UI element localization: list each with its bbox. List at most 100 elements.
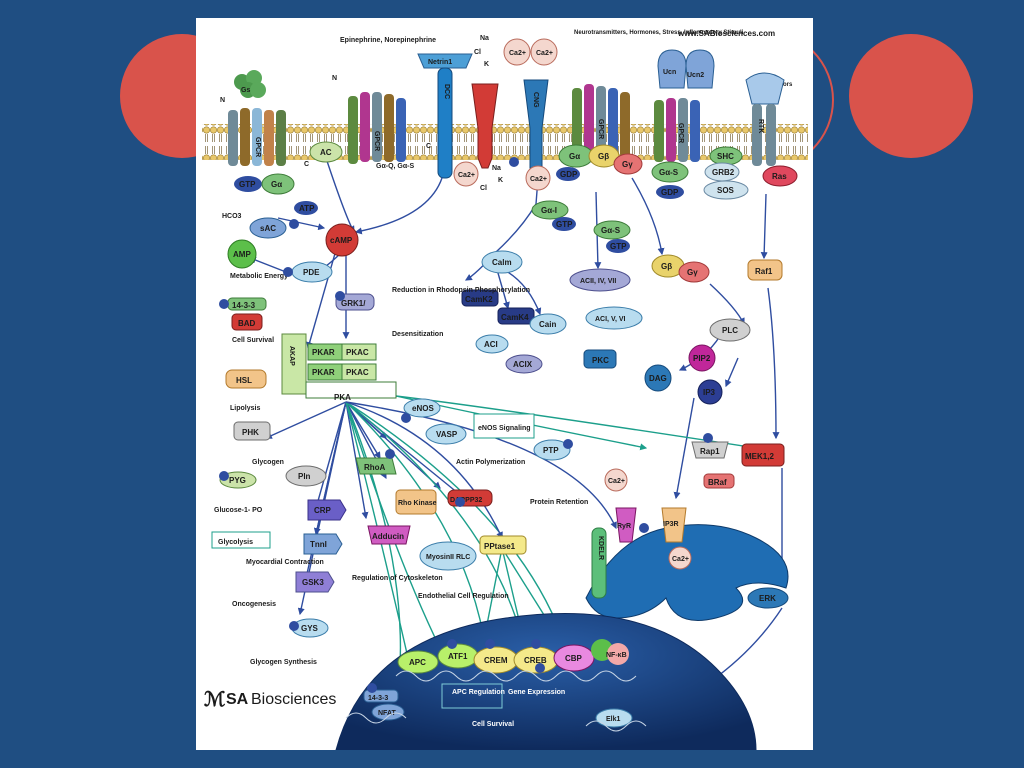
gdp-1-label: GDP [560,170,578,179]
gene-expression-label: Gene Expression [508,689,565,696]
c-terminal-label-2: C [426,143,431,150]
pde-label: PDE [303,268,320,277]
sos-node: SOS [703,180,749,200]
netrin1-ligand: Netrin1 [417,53,473,69]
atp-node: ATP [294,201,318,215]
braf-node: BRaf [703,473,735,489]
ucn-ligand: Ucn [657,49,687,89]
enos-label: eNOS [412,404,434,413]
myosin-node: MyosinII RLC [419,541,477,571]
ip3r-label: IP3R [663,521,679,528]
aci-label: ACI [484,340,498,349]
glycolysis-label: Glycolysis [218,539,253,546]
grb2-node: GRB2 [704,162,740,182]
erk-node: ERK [747,587,789,609]
kdelr-label: KDELR [597,536,604,560]
nfat-node: NFAT [371,703,405,721]
camk2-node: CamK2 [461,289,499,307]
kdelr-node: KDELR [591,527,607,599]
rhoa-label: RhoA [364,463,386,472]
website-label: www.SABiosciences.com [677,29,775,38]
ip3r-node: IP3R [661,507,687,543]
gtp-2-label: GTP [556,220,573,229]
tnni-node: TnnI [303,533,343,555]
ryr-node: RyR [615,507,637,543]
nucleus [335,613,757,750]
amp-label: AMP [233,250,251,259]
pde-node: PDE [291,261,333,283]
sac-label: sAC [260,224,276,233]
p1433-bottom-label: 14-3-3 [368,695,388,702]
pptase1-label: PPtase1 [484,542,516,551]
gbeta-2-label: Gβ [661,262,672,271]
gas-node-1: Gα-S [651,161,689,183]
k-ion-label: K [484,61,489,68]
vasp-label: VASP [436,430,458,439]
shc-node: SHC [709,146,743,166]
plasma-membrane [202,124,808,160]
ggamma-node-1: Gγ [613,153,643,175]
crem-label: CREM [484,656,508,665]
ca-ext-2: Ca2+ [530,38,558,66]
elk1-label: Elk1 [606,716,621,723]
acix-node: ACIX [505,354,543,374]
acii-node: ACII, IV, VII [569,268,631,292]
enos-signaling-label: eNOS Signaling [478,425,531,432]
adducin-node: Adducin [367,525,411,545]
gaq-gas-label: Gα-Q, Gα-S [376,163,414,170]
glycolysis-box: Glycolysis [211,531,271,549]
brand-logo: ℳ SA Biosciences [204,689,336,711]
dag-label: DAG [649,374,667,383]
atp-label: ATP [299,204,315,213]
braf-label: BRaf [708,478,727,487]
pyg-label: PYG [229,476,246,485]
camk4-node: CamK4 [497,307,535,325]
acv-node: ACI, V, VI [585,306,643,330]
apc-node: APC [397,650,439,674]
apc-regulation-box: APC Regulation [441,683,505,709]
gas-2-label: Gα-S [601,226,621,235]
pkc-label: PKC [592,356,609,365]
neurotransmitters-label: Neurotransmitters, Hormones, Stress, Inf… [574,30,744,36]
gtp-1-label: GTP [239,180,256,189]
ucn2-ligand: Ucn2 [685,49,715,89]
crp-node: CRP [307,499,347,521]
gai-node: Gα-I [531,200,569,220]
plc-node: PLC [709,318,751,342]
adducin-label: Adducin [372,532,404,541]
growth-factor-ligand [745,72,785,105]
c-terminal-label-1: C [304,161,309,168]
nfat-label: NFAT [378,710,396,717]
myosin-label: MyosinII RLC [426,554,470,561]
cl-ion-bottom: Cl [480,185,487,192]
regulation-cytoskeleton-label: Regulation of Cytoskeleton [352,575,443,582]
nfkb-node: NF-κB [591,639,629,665]
nfkb-label: NF-κB [606,652,627,659]
ip3-node: IP3 [697,379,723,405]
creb-label: CREB [524,656,547,665]
metabolic-energy-label: Metabolic Energy [230,273,288,280]
ac-label: AC [320,148,332,157]
glycogen-label: Glycogen [252,459,284,466]
rho-kinase-label: Rho Kinase [398,500,437,507]
ion-channel [471,83,499,169]
vasp-node: VASP [425,423,467,445]
grk1-node: GRK1/ [335,293,375,311]
ion-labels-top: Na Cl K [474,35,489,68]
acix-label: ACIX [513,360,533,369]
myocardial-label: Myocardial Contraction [246,559,324,566]
dna-strands [345,670,647,732]
enos-signaling-box: eNOS Signaling [473,413,535,439]
grb2-label: GRB2 [712,168,735,177]
ca-ext-1: Ca2+ [503,38,531,66]
raf1-node: Raf1 [747,259,783,281]
decor-circle-right [849,34,973,158]
phk-node: PHK [233,421,271,441]
camk4-label: CamK4 [501,313,529,322]
gpcr-far: GPCR [654,98,700,162]
ggamma-2-label: Gγ [687,268,698,277]
galpha-1-label: Gα [271,180,282,189]
akap-label: AKAP [288,346,295,366]
camk2-label: CamK2 [465,295,493,304]
dcc-receptor: DCC [437,67,453,179]
